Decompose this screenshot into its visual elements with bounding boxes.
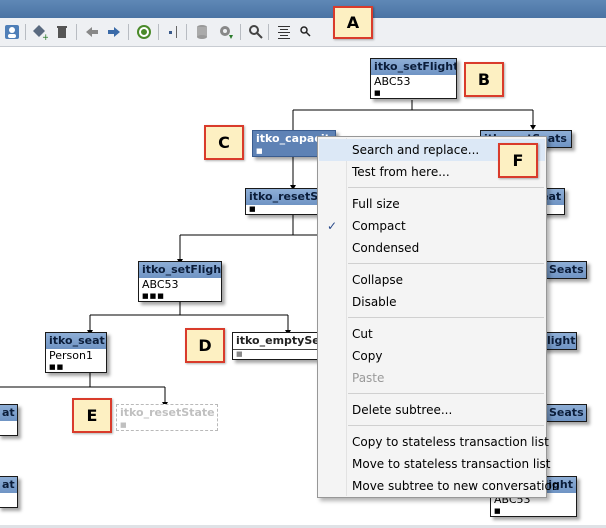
node-right-seats-3[interactable]: Seats [545, 404, 587, 422]
node-dots: ■■ [49, 363, 65, 371]
node-dots: ■ [494, 507, 502, 515]
menu-separator [348, 317, 544, 318]
menu-item-compact[interactable]: ✓ Compact [319, 215, 545, 237]
menu-item-disable[interactable]: Disable [352, 295, 397, 309]
context-menu: Search and replace... Test from here... … [317, 136, 560, 498]
node-emptyseat[interactable]: itko_emptySea ■ [232, 332, 324, 360]
menu-separator [348, 425, 544, 426]
node-dots: ■ [374, 89, 382, 97]
menu-item-collapse[interactable]: Collapse [352, 273, 403, 287]
node-dots: ■ [253, 147, 335, 156]
status-strip [0, 525, 606, 528]
node-root-setflight[interactable]: itko_setFlight ABC53 ■ [370, 58, 457, 99]
callout-b: B [464, 62, 504, 97]
forward-arrow-icon[interactable] [104, 22, 124, 42]
menu-separator [348, 393, 544, 394]
toolbar: + [0, 18, 606, 47]
window-title-bar [0, 0, 606, 18]
node-dots: ■ [249, 205, 257, 213]
dotted-separator-icon[interactable] [164, 22, 184, 42]
menu-item-search-replace[interactable]: Search and replace... [319, 139, 545, 161]
node-reset[interactable]: itko_resetSt ■ [245, 188, 327, 215]
node-setflight-2[interactable]: itko_setFlight ABC53 ■■■ [138, 261, 222, 302]
user-icon[interactable] [2, 22, 22, 42]
menu-item-copy-stateless[interactable]: Copy to stateless transaction list [352, 435, 549, 449]
node-title: Seats [546, 262, 586, 278]
node-dots: ■ [120, 421, 128, 429]
node-title: itko_emptySea [233, 333, 323, 350]
add-node-icon[interactable]: + [30, 22, 50, 42]
menu-item-paste: Paste [352, 371, 385, 385]
menu-item-cut[interactable]: Cut [352, 327, 373, 341]
node-right-light-1[interactable]: light [543, 332, 577, 350]
database-icon[interactable] [192, 22, 212, 42]
callout-d: D [185, 328, 225, 363]
menu-item-full-size[interactable]: Full size [352, 197, 400, 211]
node-title: at [0, 405, 17, 421]
node-dots: ■ [236, 350, 244, 358]
menu-item-delete-subtree[interactable]: Delete subtree... [352, 403, 453, 417]
magnifier-icon[interactable] [246, 22, 266, 42]
node-value: Person1 [49, 349, 93, 362]
search-icon[interactable] [296, 22, 316, 42]
callout-f: F [498, 143, 538, 178]
node-title: itko_seat [46, 333, 106, 349]
gear-icon[interactable] [216, 22, 236, 42]
delete-icon[interactable] [52, 22, 72, 42]
callout-a: A [333, 6, 373, 39]
menu-item-label: Compact [352, 219, 406, 233]
menu-separator [348, 187, 544, 188]
svg-text:+: + [42, 33, 48, 40]
back-arrow-icon[interactable] [82, 22, 102, 42]
menu-item-copy[interactable]: Copy [352, 349, 383, 363]
menu-item-condensed[interactable]: Condensed [352, 241, 420, 255]
node-title: at [0, 477, 17, 493]
menu-item-move-stateless[interactable]: Move to stateless transaction list [352, 457, 551, 471]
refresh-icon[interactable] [134, 22, 154, 42]
node-title: itko_setFlight [371, 59, 456, 75]
menu-item-test-from-here[interactable]: Test from here... [352, 165, 450, 179]
callout-e: E [72, 398, 112, 433]
node-left-at-1[interactable]: at [0, 404, 18, 436]
node-title: itko_setFlight [139, 262, 221, 278]
node-capacity-selected[interactable]: itko_capacity ■ [252, 130, 336, 157]
menu-item-move-subtree[interactable]: Move subtree to new conversation [352, 479, 560, 493]
node-dots: ■■■ [142, 292, 165, 300]
align-icon[interactable] [274, 22, 294, 42]
node-title: itko_resetSt [246, 189, 326, 205]
node-title: light [544, 333, 576, 349]
check-icon: ✓ [327, 219, 338, 233]
node-title: Seats [546, 405, 586, 421]
node-value: ABC53 [142, 278, 179, 291]
node-title: itko_capacity [253, 131, 335, 147]
callout-c: C [204, 125, 244, 160]
node-title: itko_resetState [117, 405, 217, 421]
node-resetstate-disabled[interactable]: itko_resetState ■ [116, 404, 218, 431]
node-seat[interactable]: itko_seat Person1 ■■ [45, 332, 107, 373]
node-right-seats-2[interactable]: Seats [545, 261, 587, 279]
node-left-at-2[interactable]: at [0, 476, 18, 508]
menu-separator [348, 263, 544, 264]
node-value: ABC53 [374, 75, 411, 88]
